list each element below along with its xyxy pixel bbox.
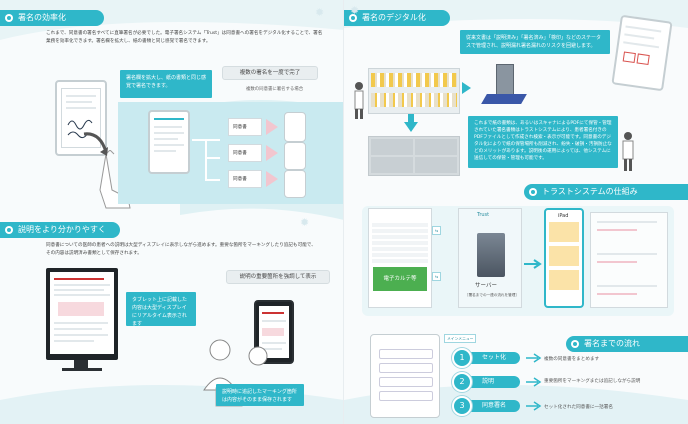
flow-step-3: 同意署名 [460, 400, 520, 412]
bullet-icon [5, 14, 13, 22]
highlight-tag: 説明の重要箇所を強調して表示 [226, 270, 330, 284]
section-body-text: 同意書についての医師の患者への説明は大型ディスプレイに表示しながら進めます。重要… [46, 243, 316, 256]
display-base [62, 368, 102, 371]
left-page: 署名の効率化 ✹ これまで、同意書の署名すべてに直筆署名が必要でした。電子署名シ… [0, 0, 344, 424]
tablet-preview [148, 110, 190, 174]
emr-panel: 電子カルテ等 [368, 208, 432, 308]
gear-icon: ✹ [300, 216, 310, 229]
section-header-system-structure: トラストシステムの仕組み [524, 184, 688, 200]
scanner-server-icon [496, 64, 514, 96]
consent-form [61, 88, 101, 148]
staff-figure [354, 82, 364, 119]
flow-step-label: 同意署名 [482, 402, 507, 409]
doc-card-3: 同意書 [228, 170, 262, 188]
signed-doc-3 [284, 170, 306, 198]
status-callout: 従来文書は「説明済み」「署名済み」「検印」などのステータスで管理され、説明漏れ署… [460, 30, 610, 54]
section-header-signature-efficiency: 署名の効率化 [0, 10, 104, 26]
server-caption: ［署名までの一連の流れを管理］ [465, 293, 519, 297]
main-menu-tablet [370, 334, 440, 418]
bullet-icon [349, 14, 357, 22]
section-title: 説明をより分かりやすく [18, 225, 106, 234]
bullet-icon [571, 340, 579, 348]
flow-step-label: セット化 [482, 354, 507, 361]
branch-lines [192, 139, 220, 181]
nurse-figure [622, 132, 634, 171]
flow-step-number: 3 [452, 396, 472, 416]
gear-icon: ✹ [350, 4, 360, 17]
server-icon [477, 233, 505, 277]
status-tablet [611, 14, 673, 92]
bullet-icon [5, 226, 13, 234]
server-label: サーバー [475, 283, 497, 289]
stamp-box [636, 53, 650, 66]
doc-card-2: 同意書 [228, 144, 262, 162]
flow-step-desc: セット化された同意書に一括署名 [544, 405, 613, 410]
flow-step-number: 1 [452, 348, 472, 368]
doc-label: 同意書 [233, 125, 247, 130]
enlarge-callout: 署名欄を拡大し、紙の書類と同じ感覚で署名できます。 [120, 70, 212, 98]
doc-label: 同意書 [233, 177, 247, 182]
doc-card-1: 同意書 [228, 118, 262, 136]
multi-sign-caption: 複数の同意書に署名する場合 [246, 87, 304, 92]
ipad-app-screens [590, 212, 668, 308]
large-display [46, 268, 118, 360]
section-title: トラストシステムの仕組み [542, 187, 638, 196]
gear-icon: ✹ [315, 6, 325, 19]
signing-tablet [55, 80, 107, 156]
stamp-box [622, 51, 636, 64]
bullet-icon [529, 188, 537, 196]
enlarge-arrow-icon [83, 132, 108, 156]
trust-label: Trust [477, 212, 490, 218]
main-menu-label: メインメニュー [444, 334, 477, 343]
arrow-icon [266, 145, 278, 161]
scanner-icon [481, 94, 527, 104]
down-arrow-icon [404, 114, 418, 132]
flow-label: ⇆ [432, 226, 442, 235]
section-header-explanation: 説明をより分かりやすく [0, 222, 120, 238]
doc-label: 同意書 [233, 151, 247, 156]
section-title: 署名までの流れ [584, 339, 640, 348]
flow-step-2: 説明 [460, 376, 520, 388]
multi-sign-tag: 複数の署名を一度で完了 [222, 66, 318, 80]
ipad-label: iPad [558, 213, 569, 219]
section-title: 署名のデジタル化 [362, 13, 426, 22]
saved-marking-callout: 説明時に追記したマーキング箇所は内容がそのまま保存されます [216, 384, 304, 406]
flow-step-desc: 重要箇所をマーキングまたは追記しながら説明 [544, 379, 641, 384]
flow-step-label: 説明 [482, 378, 495, 385]
flow-connector-arrows [526, 353, 542, 411]
ipad-panel: iPad [544, 208, 584, 308]
explanation-tablet [254, 300, 294, 364]
flow-label: ⇆ [432, 272, 442, 281]
arrow-icon [462, 82, 471, 94]
realtime-callout: タブレット上に記載した内容は大型ディスプレイにリアルタイム表示されます [126, 292, 196, 327]
emr-label: 電子カルテ等 [373, 267, 427, 291]
section-header-digital-signature: 署名のデジタル化 [344, 10, 450, 26]
display-stand [74, 360, 88, 370]
paper-archive-shelf [368, 68, 460, 114]
storage-cabinet [368, 136, 460, 176]
marking-highlight [58, 302, 104, 316]
flow-step-desc: 複数の同意書をまとめます [544, 357, 600, 362]
server-panel: Trust サーバー ［署名までの一連の流れを管理］ [458, 208, 522, 308]
flow-step-number: 2 [452, 372, 472, 392]
arrow-icon [266, 171, 278, 187]
section-body-text: これまで、同意書の署名すべてに直筆署名が必要でした。電子署名システム「Trust… [46, 31, 323, 44]
flow-step-1: セット化 [460, 352, 520, 364]
pdf-storage-callout: これまで紙の書類は、あるいはスキャナによるPDFにて保管・管理されていた署名書類… [468, 116, 618, 168]
signed-doc-2 [284, 142, 306, 170]
section-header-signature-flow: 署名までの流れ [566, 336, 688, 352]
signature-scribble [67, 119, 93, 139]
arrow-icon [266, 119, 278, 135]
arrow-icon [524, 259, 542, 269]
right-page: 署名のデジタル化 ✹ 従来文書は「説明済み」「署名済み」「検印」などのステータス… [344, 0, 688, 424]
signed-doc-1 [284, 112, 306, 142]
section-title: 署名の効率化 [18, 13, 66, 22]
